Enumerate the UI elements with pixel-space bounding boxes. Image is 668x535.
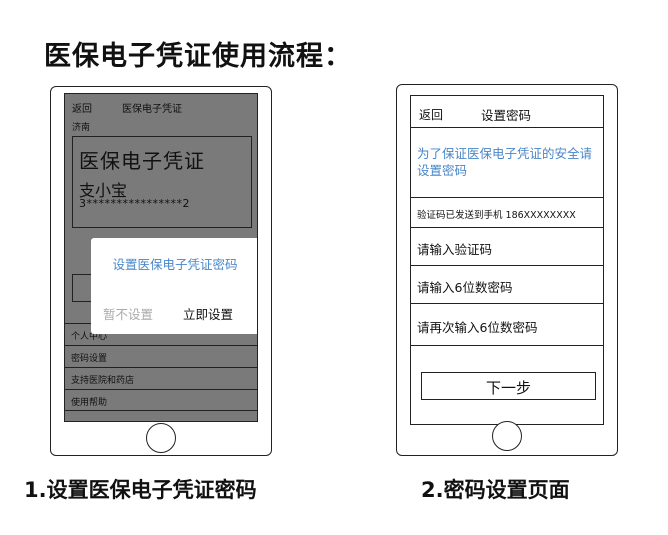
back-link[interactable]: 返回 <box>72 104 92 115</box>
nav-bar: 返回 设置密码 <box>411 96 603 128</box>
phone-mockup-step1: 返回 医保电子凭证 济南 医保电子凭证 支小宝 3***************… <box>50 86 272 456</box>
set-now-button[interactable]: 立即设置 <box>183 307 234 322</box>
set-password-dialog: 设置医保电子凭证密码 暂不设置 立即设置 <box>91 238 257 334</box>
menu-list: 个人中心 密码设置 支持医院和药店 使用帮助 <box>65 323 257 411</box>
confirm-password-field[interactable]: 请再次输入6位数密码 <box>411 304 603 346</box>
back-link[interactable]: 返回 <box>419 108 444 122</box>
menu-item-password-settings[interactable]: 密码设置 <box>65 345 257 367</box>
nav-title: 设置密码 <box>481 108 532 123</box>
verification-code-field[interactable]: 请输入验证码 <box>411 228 603 266</box>
insurance-card: 医保电子凭证 支小宝 3****************2 <box>72 136 252 228</box>
city-label: 济南 <box>72 123 91 133</box>
page-title: 医保电子凭证使用流程： <box>44 41 352 72</box>
security-notice: 为了保证医保电子凭证的安全请设置密码 <box>411 128 603 198</box>
phone-screen: 返回 医保电子凭证 济南 医保电子凭证 支小宝 3***************… <box>64 93 258 422</box>
not-now-button[interactable]: 暂不设置 <box>103 307 154 322</box>
step1-caption: 1.设置医保电子凭证密码 <box>24 478 257 502</box>
phone-screen: 返回 设置密码 为了保证医保电子凭证的安全请设置密码 验证码已发送到手机 186… <box>410 95 604 425</box>
next-step-button[interactable]: 下一步 <box>421 372 596 400</box>
card-number: 3****************2 <box>79 197 190 210</box>
menu-item-help[interactable]: 使用帮助 <box>65 389 257 411</box>
phone-mockup-step2: 返回 设置密码 为了保证医保电子凭证的安全请设置密码 验证码已发送到手机 186… <box>396 84 618 456</box>
sms-sent-note: 验证码已发送到手机 186XXXXXXXX <box>411 198 603 228</box>
card-title: 医保电子凭证 <box>79 149 205 173</box>
password-field[interactable]: 请输入6位数密码 <box>411 266 603 304</box>
step2-caption: 2.密码设置页面 <box>421 478 570 502</box>
home-button[interactable] <box>146 423 176 453</box>
card-holder-name: 支小宝 <box>79 181 128 200</box>
nav-bar: 返回 医保电子凭证 <box>65 94 257 115</box>
home-button[interactable] <box>492 421 522 451</box>
dialog-title: 设置医保电子凭证密码 <box>112 257 238 272</box>
nav-title: 医保电子凭证 <box>122 104 182 115</box>
menu-item-hospitals-pharmacies[interactable]: 支持医院和药店 <box>65 367 257 389</box>
